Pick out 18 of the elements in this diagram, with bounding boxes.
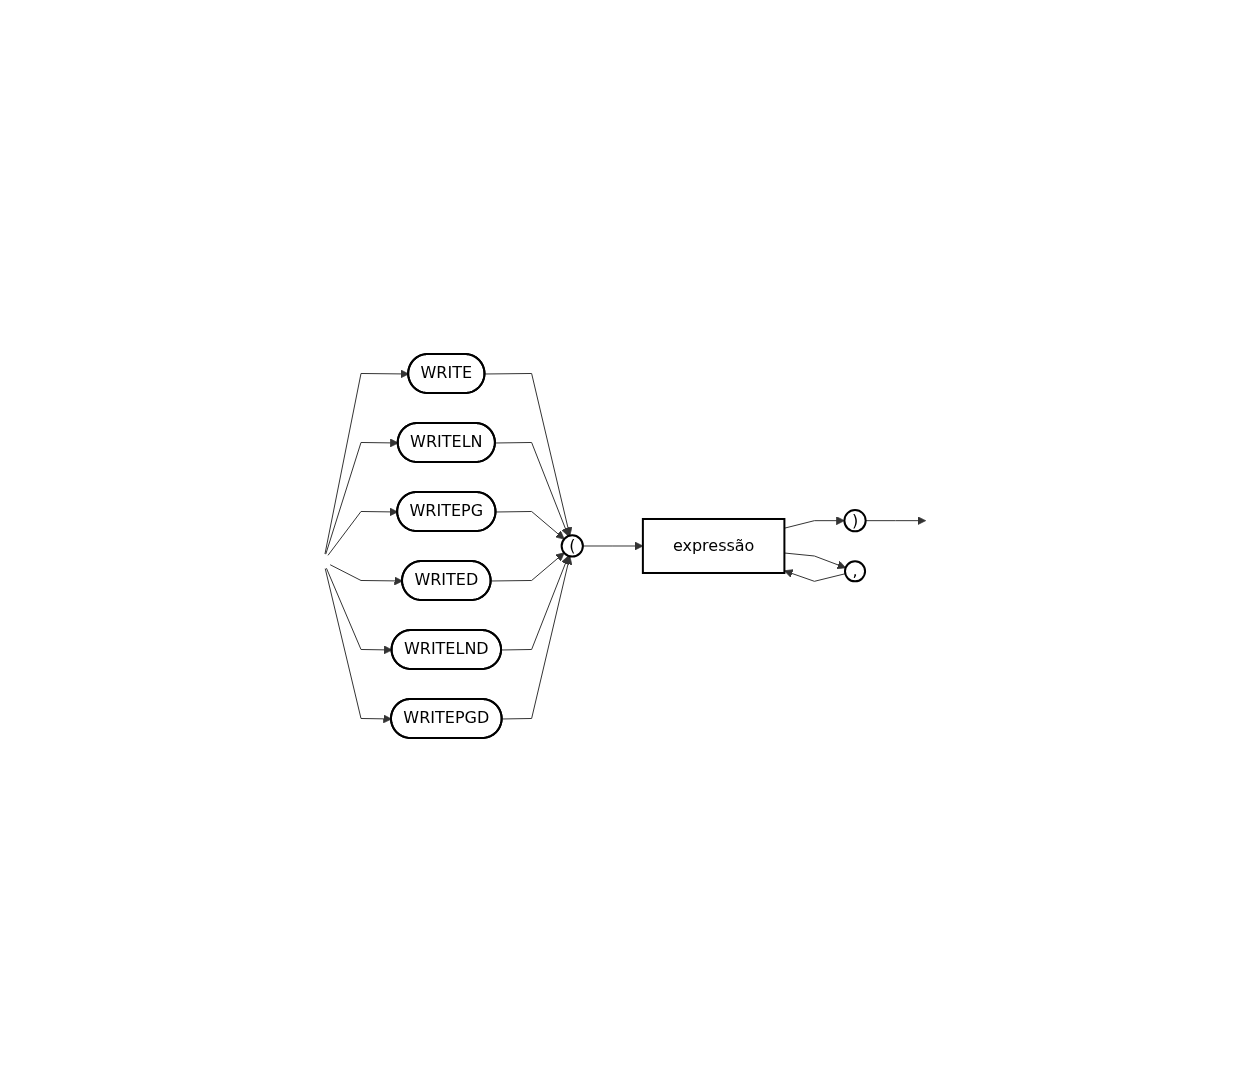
- arrow: [783, 568, 846, 582]
- symbol-terminal: ,: [843, 559, 866, 582]
- arrow: [582, 541, 643, 550]
- arrow: [490, 551, 565, 581]
- symbol-terminal: ): [843, 508, 867, 532]
- keyword-terminal: WRITE: [406, 352, 486, 394]
- arrow: [494, 441, 570, 536]
- keyword-terminal: WRITELND: [390, 628, 502, 670]
- keyword-terminal: WRITELN: [396, 421, 496, 463]
- keyword-terminal: WRITEPG: [395, 490, 497, 532]
- keyword-terminal: WRITEPGD: [389, 697, 503, 739]
- arrow: [495, 510, 565, 539]
- nonterminal-box: expressão: [641, 517, 786, 574]
- arrow: [500, 555, 570, 650]
- symbol-terminal: (: [560, 533, 584, 558]
- keyword-terminal: WRITED: [400, 559, 492, 601]
- arrow: [501, 555, 572, 719]
- arrow: [484, 372, 572, 536]
